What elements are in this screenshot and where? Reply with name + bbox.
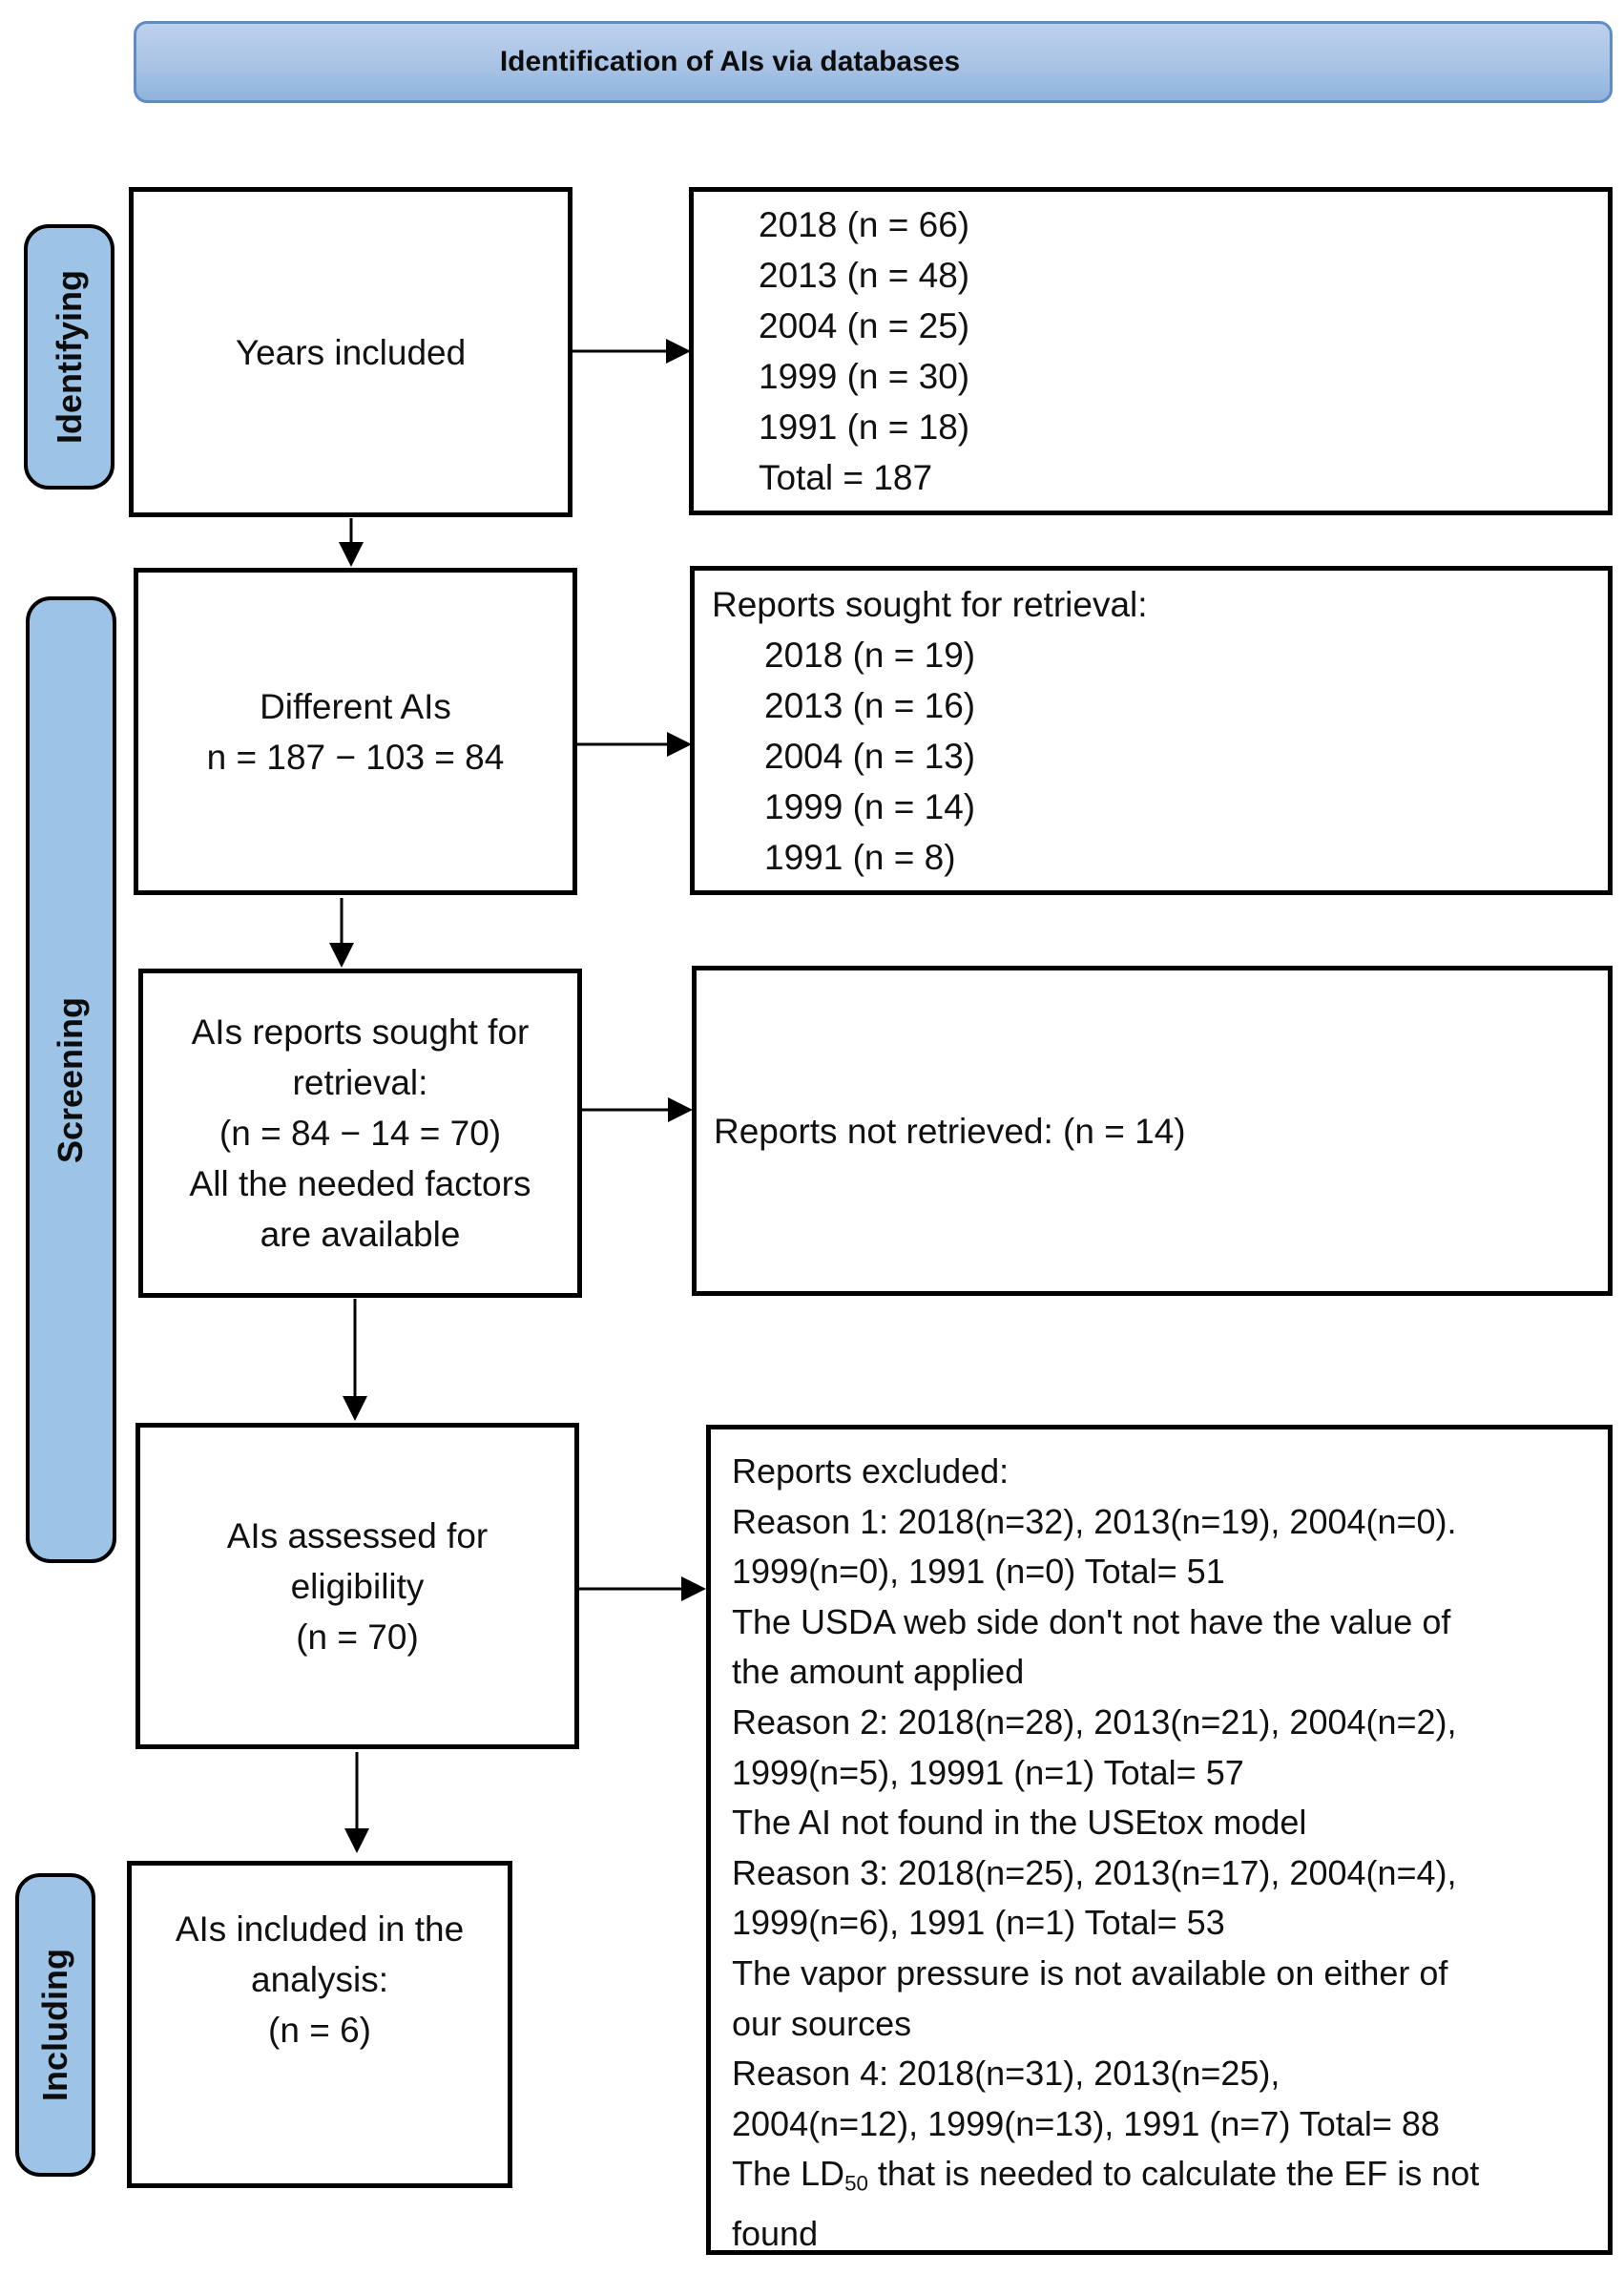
excluded-line: Reports excluded: bbox=[732, 1451, 1010, 1491]
stage-identifying: Identifying bbox=[24, 224, 115, 490]
diagram-title: Identification of AIs via databases bbox=[499, 46, 961, 77]
different-ais-line1: Different AIs bbox=[260, 686, 451, 726]
years-data-line: 1999 (n = 30) bbox=[759, 357, 970, 396]
reports-sought-line: 2004 (n = 13) bbox=[764, 736, 976, 776]
ais-reports-line: are available bbox=[260, 1215, 461, 1254]
box-years-data: 2018 (n = 66) 2013 (n = 48) 2004 (n = 25… bbox=[689, 187, 1613, 515]
arrowhead-down-2 bbox=[329, 943, 354, 968]
reports-sought-line: 2018 (n = 19) bbox=[764, 635, 976, 675]
years-data-line: 2004 (n = 25) bbox=[759, 306, 970, 345]
years-data-line: 1991 (n = 18) bbox=[759, 407, 970, 447]
header-banner: Identification of AIs via databases bbox=[134, 21, 1613, 103]
reports-sought-line: 1991 (n = 8) bbox=[764, 837, 956, 877]
arrowhead-right-1 bbox=[666, 339, 691, 364]
years-data-line: 2013 (n = 48) bbox=[759, 256, 970, 295]
ais-assessed-line: eligibility bbox=[290, 1566, 425, 1606]
box-ais-reports-sought: AIs reports sought for retrieval: (n = 8… bbox=[138, 969, 582, 1298]
ais-included-line: (n = 6) bbox=[268, 2011, 371, 2050]
arrowhead-right-2 bbox=[667, 732, 692, 757]
different-ais-line2: n = 187 − 103 = 84 bbox=[206, 737, 505, 777]
excluded-line: 1999(n=0), 1991 (n=0) Total= 51 bbox=[732, 1552, 1225, 1592]
excluded-line: The AI not found in the USEtox model bbox=[732, 1803, 1307, 1843]
box-ais-assessed: AIs assessed for eligibility (n = 70) bbox=[135, 1423, 579, 1749]
excluded-line: The vapor pressure is not available on e… bbox=[732, 1952, 1448, 1992]
excluded-line: found bbox=[732, 2214, 819, 2254]
stage-identifying-label: Identifying bbox=[49, 270, 89, 444]
box-reports-sought: Reports sought for retrieval: 2018 (n = … bbox=[690, 566, 1613, 895]
arrowhead-down-1 bbox=[339, 542, 364, 567]
arrowhead-down-4 bbox=[344, 1828, 369, 1853]
excluded-line: Reason 2: 2018(n=28), 2013(n=21), 2004(n… bbox=[732, 1701, 1457, 1742]
excluded-line: Reason 1: 2018(n=32), 2013(n=19), 2004(n… bbox=[732, 1501, 1457, 1541]
ais-reports-line: AIs reports sought for bbox=[191, 1012, 530, 1052]
excluded-line: The USDA web side don't not have the val… bbox=[732, 1601, 1451, 1641]
box-years-included-text: Years included bbox=[235, 332, 467, 372]
years-data-total: Total = 187 bbox=[759, 458, 933, 497]
box-ais-included: AIs included in the analysis: (n = 6) bbox=[127, 1861, 512, 2188]
box-years-included: Years included bbox=[129, 187, 573, 517]
ld50-subscript: 50 bbox=[844, 2171, 868, 2196]
arrowhead-right-3 bbox=[668, 1097, 693, 1122]
reports-sought-heading: Reports sought for retrieval: bbox=[712, 584, 1148, 624]
ais-included-line: analysis: bbox=[251, 1960, 388, 1999]
excluded-line: 2004(n=12), 1999(n=13), 1991 (n=7) Total… bbox=[732, 2103, 1440, 2143]
box-reports-not-retrieved: Reports not retrieved: (n = 14) bbox=[692, 966, 1613, 1296]
reports-sought-line: 1999 (n = 14) bbox=[764, 786, 976, 826]
ais-reports-line: retrieval: bbox=[292, 1063, 428, 1102]
box-different-ais: Different AIs n = 187 − 103 = 84 bbox=[134, 568, 577, 895]
ais-reports-line: All the needed factors bbox=[189, 1164, 531, 1203]
stage-including-label: Including bbox=[35, 1949, 75, 2101]
ais-assessed-line: AIs assessed for bbox=[226, 1515, 489, 1555]
reports-not-retrieved-text: Reports not retrieved: (n = 14) bbox=[714, 1111, 1186, 1151]
arrowhead-right-4 bbox=[681, 1576, 706, 1601]
arrowhead-down-3 bbox=[343, 1396, 367, 1421]
excluded-line: the amount applied bbox=[732, 1652, 1025, 1692]
ais-assessed-line: (n = 70) bbox=[296, 1617, 419, 1657]
ais-included-line: AIs included in the bbox=[175, 1909, 465, 1949]
excluded-line: 1999(n=5), 19991 (n=1) Total= 57 bbox=[732, 1752, 1244, 1792]
box-reports-excluded: Reports excluded: Reason 1: 2018(n=32), … bbox=[706, 1425, 1613, 2255]
reports-sought-line: 2013 (n = 16) bbox=[764, 685, 976, 725]
excluded-line: 1999(n=6), 1991 (n=1) Total= 53 bbox=[732, 1903, 1225, 1943]
stage-screening-label: Screening bbox=[51, 996, 91, 1163]
excluded-line-ld50: The LD50 that is needed to calculate the… bbox=[732, 2154, 1480, 2196]
excluded-line: our sources bbox=[732, 2003, 912, 2043]
excluded-line: Reason 3: 2018(n=25), 2013(n=17), 2004(n… bbox=[732, 1852, 1457, 1892]
ais-reports-line: (n = 84 − 14 = 70) bbox=[219, 1114, 502, 1153]
stage-screening: Screening bbox=[26, 596, 116, 1563]
stage-including: Including bbox=[15, 1873, 95, 2177]
excluded-line: Reason 4: 2018(n=31), 2013(n=25), bbox=[732, 2054, 1280, 2094]
years-data-line: 2018 (n = 66) bbox=[759, 205, 970, 244]
